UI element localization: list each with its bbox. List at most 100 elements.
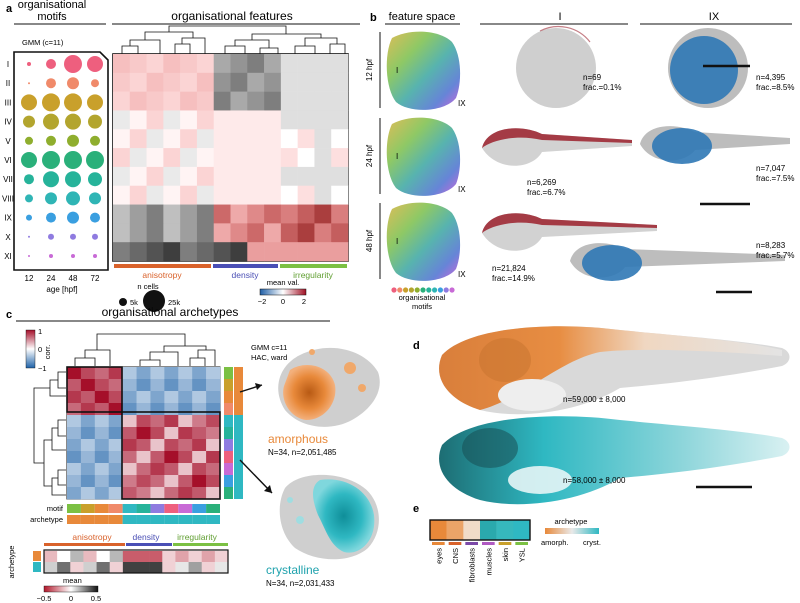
heatmap-cell	[196, 54, 215, 74]
corr-cell	[178, 487, 193, 500]
corr-cell	[108, 391, 123, 404]
corr-cell	[80, 487, 96, 500]
heatmap-cell	[264, 129, 282, 149]
arrow-crystalline-head	[264, 485, 272, 493]
motif-IX-frac: frac.=8.5%	[756, 83, 794, 92]
corr-cell	[164, 415, 179, 428]
heatmap-cell	[113, 242, 131, 262]
heatmap-cell	[196, 110, 215, 130]
mean-cell	[122, 562, 137, 573]
corr-cell	[108, 475, 123, 488]
corr-tick-max: 1	[38, 327, 42, 336]
heatmap-cell	[247, 129, 265, 149]
mean-row-amorph-swatch	[33, 551, 41, 561]
size-legend-small: 5k	[130, 298, 138, 307]
heatmap-cell	[314, 148, 332, 168]
heatmap-cell	[113, 54, 131, 74]
mean-cell	[214, 551, 229, 562]
motif-bubble	[67, 211, 79, 224]
motif-bubble	[64, 151, 82, 169]
corr-cell	[164, 403, 179, 416]
heatmap-cell	[129, 185, 147, 205]
features-title: organisational features	[171, 9, 292, 23]
corr-tick-zero: 0	[38, 345, 42, 354]
corr-cell	[178, 391, 193, 404]
corr-cell	[122, 451, 137, 464]
motif-strip-cell	[150, 504, 165, 513]
motif-label: I	[7, 60, 9, 69]
corr-cell	[122, 403, 137, 416]
heatmap-cell	[314, 110, 332, 130]
heatmap-cell	[331, 204, 349, 224]
heatmap-cell	[163, 72, 181, 92]
motif-bubble	[28, 255, 30, 257]
motif-IX-count: n=4,395	[756, 73, 786, 82]
c-density-bar	[126, 543, 172, 546]
archetype-strip-cell	[234, 487, 243, 499]
irregularity-bar	[280, 264, 347, 268]
corr-cell	[80, 403, 96, 416]
heatmap-cell	[331, 91, 349, 111]
motif-bubble	[93, 254, 97, 258]
archetype-strip-cell	[206, 515, 220, 524]
corr-cell	[108, 415, 123, 428]
arrow-crystalline	[239, 459, 273, 494]
heatmap-cell	[331, 223, 349, 243]
heatmap-cell	[213, 185, 231, 205]
mean-heatmap	[44, 551, 229, 573]
heatmap-cell	[230, 129, 248, 149]
fish-crystalline	[439, 416, 790, 505]
corr-cell	[150, 379, 165, 392]
motif-color-dot	[403, 287, 409, 293]
corr-cell	[136, 367, 151, 380]
c-anisotropy-bar	[44, 543, 125, 546]
motif-color-dot	[420, 287, 426, 293]
heatmap-cell	[314, 72, 332, 92]
heatmap-cell	[264, 204, 282, 224]
motif-bubble	[87, 56, 103, 72]
color-legend-title: mean val.	[267, 278, 300, 287]
corr-cell	[192, 427, 207, 440]
motif-bubble	[21, 152, 37, 168]
corr-cell	[67, 475, 82, 488]
motif-IX-frac: frac.=5.7%	[756, 251, 794, 260]
heatmap-cell	[331, 110, 349, 130]
heatmap-cell	[196, 91, 215, 111]
mean-cell	[149, 551, 163, 562]
corr-cell	[80, 463, 96, 476]
corr-cell	[192, 403, 207, 416]
archetype-strip-cell	[150, 515, 165, 524]
corr-cell	[150, 463, 165, 476]
anisotropy-label: anisotropy	[142, 270, 182, 280]
corr-cell	[150, 475, 165, 488]
heatmap-cell	[180, 54, 198, 74]
archetype-strip-cell	[108, 515, 123, 524]
corr-cell	[150, 439, 165, 452]
motifs-title-line2: motifs	[37, 11, 67, 23]
motif-label: IX	[4, 214, 12, 223]
archetype-strip-cell	[234, 415, 243, 427]
tissue-strip-frame	[429, 519, 531, 541]
heatmap-cell	[129, 91, 147, 111]
heatmap-cell	[230, 148, 248, 168]
corr-cell	[67, 487, 82, 500]
mean-cell	[44, 562, 58, 573]
corr-cell	[164, 379, 179, 392]
corr-cell	[80, 415, 96, 428]
heatmap-cell	[213, 72, 231, 92]
motif-bubble	[64, 93, 82, 112]
archetype-strip-cell	[234, 379, 243, 391]
corr-cell	[108, 463, 123, 476]
fish-amorphous-n: n=59,000 ± 8,000	[563, 395, 626, 404]
corr-cell	[164, 439, 179, 452]
heatmap-cell	[264, 110, 282, 130]
heatmap-cell	[230, 54, 248, 74]
corr-cell	[67, 391, 82, 404]
motif-label: VII	[3, 175, 13, 184]
heatmap-cell	[129, 242, 147, 262]
tissue-archetype-strip	[430, 520, 531, 540]
corr-cell	[206, 367, 221, 380]
heatmap-cell	[314, 91, 332, 111]
